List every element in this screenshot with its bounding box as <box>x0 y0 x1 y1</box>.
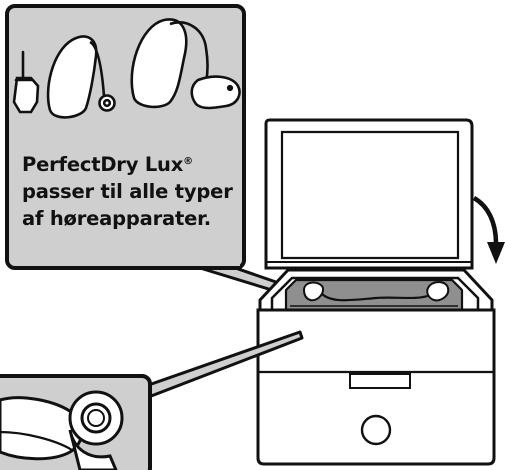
dryer-power-button <box>362 416 390 444</box>
rotate-arrow-icon <box>474 198 505 264</box>
callout-line-2: passer til alle typer <box>22 178 242 205</box>
dryer-lid <box>266 120 472 268</box>
registered-mark: ® <box>183 156 193 167</box>
dryer-box <box>258 120 505 464</box>
callout-line-1: PerfectDry Lux® <box>22 148 242 178</box>
callout-line-3: af høreapparater. <box>22 205 242 232</box>
product-name: PerfectDry Lux <box>22 153 183 176</box>
callout-text: PerfectDry Lux® passer til alle typer af… <box>22 148 242 232</box>
